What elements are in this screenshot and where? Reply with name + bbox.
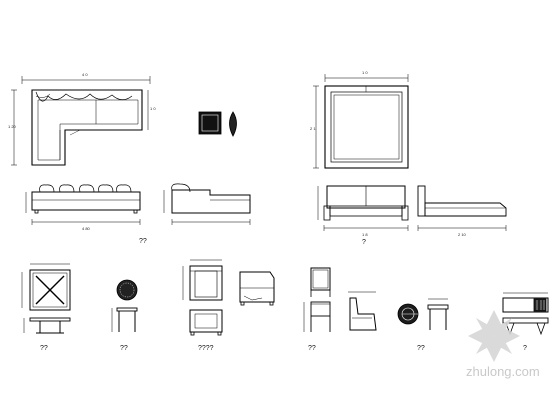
bed-plan-depth-label: 2 1 xyxy=(310,126,316,131)
coffee-table-plan xyxy=(21,263,71,311)
bed-front-width-label: 1 8 xyxy=(362,232,368,237)
coffee-table-elevation xyxy=(23,317,71,334)
stool-elevation xyxy=(427,298,449,330)
side-table-caption: ?? xyxy=(120,345,128,352)
sofa-plan-side-label: 1 0 xyxy=(150,106,156,111)
dining-chair-caption: ?? xyxy=(308,345,316,352)
bed-side-depth-label: 2 10 xyxy=(458,232,467,237)
bed-group-caption: ? xyxy=(362,239,366,246)
stool-plan xyxy=(397,303,419,325)
ottoman-side-view xyxy=(229,111,237,137)
armchair-front-elevation xyxy=(189,309,223,336)
bed-side-elevation xyxy=(417,185,507,231)
bed-plan-width-label: 1 0 xyxy=(362,70,368,75)
side-table-plan xyxy=(116,279,138,301)
armchair-caption: ???? xyxy=(198,345,214,352)
bed-plan-view xyxy=(313,74,409,169)
armchair-side-elevation xyxy=(239,271,275,306)
tv-cabinet-plan xyxy=(502,292,549,313)
ottoman-plan-view xyxy=(198,111,222,135)
sofa-plan-width-label: 4 0 xyxy=(82,72,88,77)
sofa-plan-depth-label: 1 20 xyxy=(8,124,17,129)
sofa-group-caption: ?? xyxy=(139,238,147,245)
stool-caption: ?? xyxy=(417,345,425,352)
sofa-front-elevation xyxy=(25,184,141,225)
bed-front-elevation xyxy=(317,185,409,231)
armchair-plan xyxy=(182,259,223,301)
tv-cabinet-caption: ? xyxy=(523,345,527,352)
zhulong-watermark-logo xyxy=(468,310,520,362)
dining-chair-plan xyxy=(303,301,331,332)
coffee-table-caption: ?? xyxy=(40,345,48,352)
dining-chair-side xyxy=(348,291,377,331)
dining-chair-front xyxy=(310,267,331,297)
side-table-elevation xyxy=(111,307,138,332)
sofa-front-width-label: 4 80 xyxy=(82,226,91,231)
sofa-side-elevation xyxy=(163,183,251,225)
sofa-plan-view xyxy=(11,76,151,166)
watermark-text: zhulong.com xyxy=(466,364,540,379)
